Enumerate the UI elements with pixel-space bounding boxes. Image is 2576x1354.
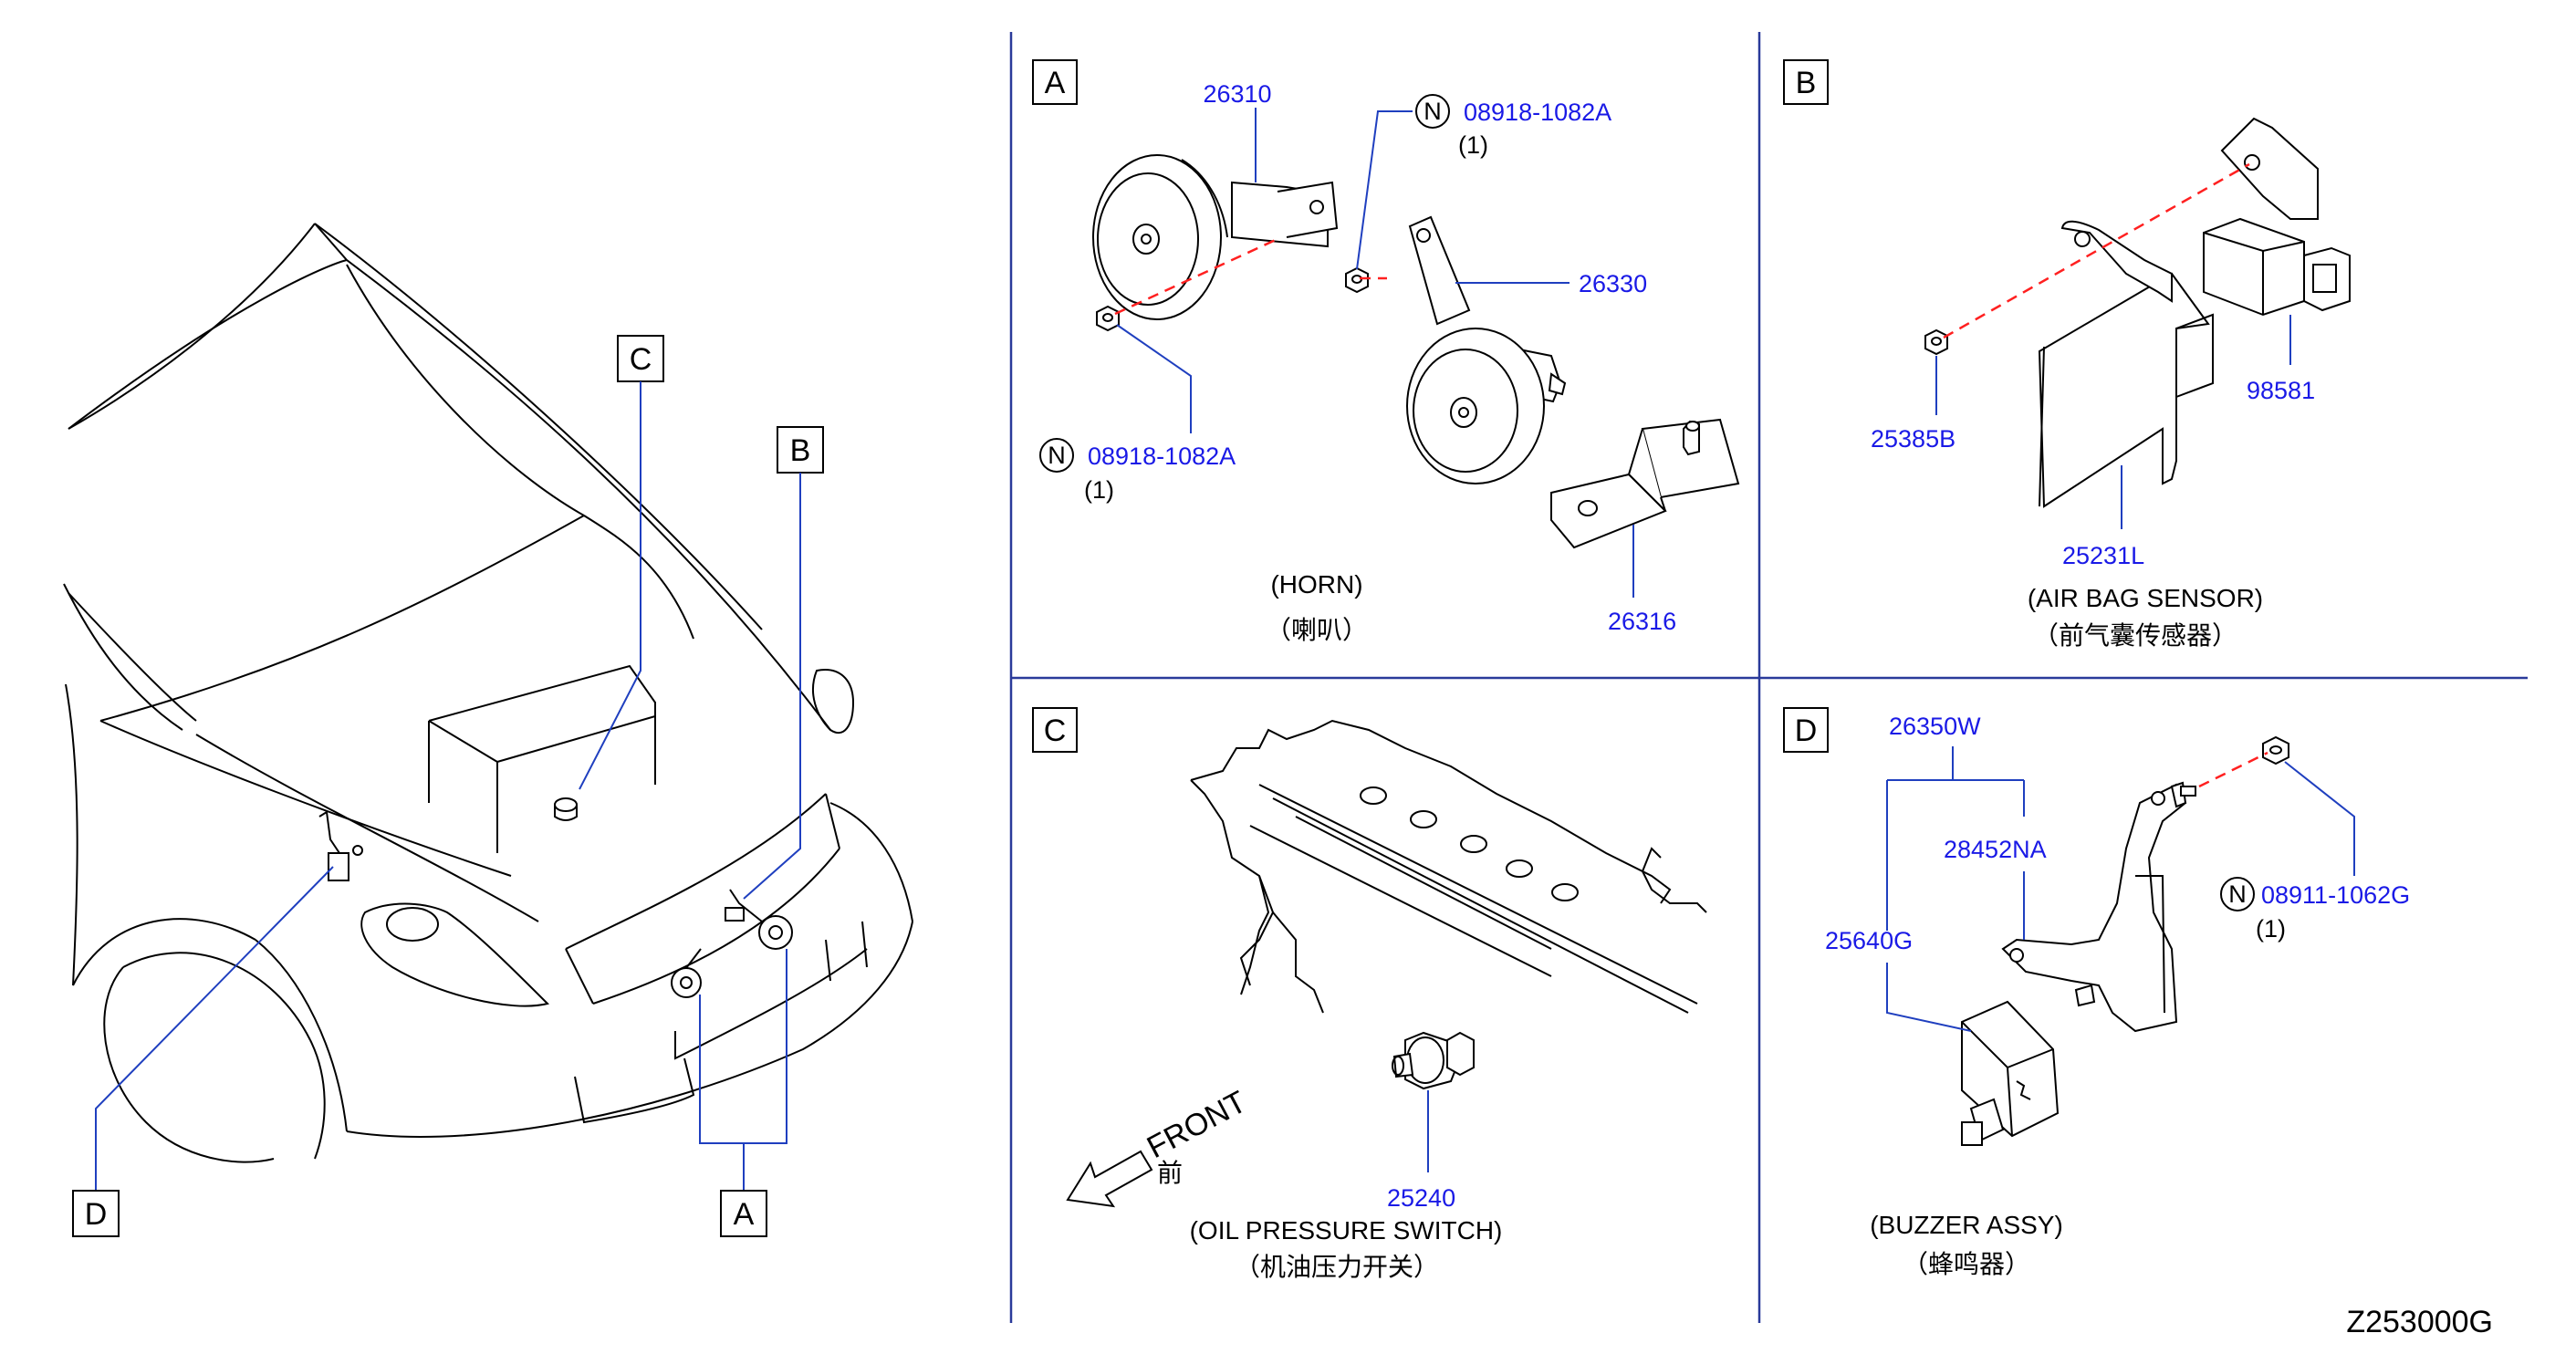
part-26310-label: 26310: [1203, 80, 1271, 108]
n-mark-icon: [1415, 94, 1450, 129]
overview-callout-d: D: [72, 866, 334, 1237]
panel-d-caption: (BUZZER ASSY): [1870, 1211, 2063, 1239]
sensor-bracket-illustration: [2038, 220, 2214, 508]
svg-text:(1): (1): [2256, 915, 2286, 943]
front-label-cn: 前: [1157, 1158, 1183, 1188]
part-25385b-label: 25385B: [1871, 425, 1955, 453]
panel-c: C 25240 F: [1032, 707, 1707, 1282]
svg-text:D: D: [1795, 713, 1818, 748]
panel-d: D 26350W 28452NA N 08911-1062G (1): [1783, 707, 2410, 1279]
front-label: FRONT: [1142, 1085, 1252, 1166]
overview-callout-a: A: [699, 949, 787, 1237]
svg-text:N: N: [2228, 880, 2247, 908]
panel-d-caption-cn: （蜂鸣器）: [1903, 1249, 2030, 1279]
car-overview-illustration: [63, 223, 913, 1163]
nut-d-icon: [2262, 735, 2289, 766]
panel-c-label-box: [1032, 707, 1078, 753]
airbag-sensor-illustration: [2203, 117, 2351, 317]
svg-text:B: B: [1796, 66, 1817, 100]
part-25240-label: 25240: [1387, 1184, 1455, 1212]
overview-callout-b: B: [743, 426, 824, 900]
buzzer-bracket-illustration: [2001, 781, 2196, 1033]
buzzer-illustration: [1961, 1000, 2060, 1146]
part-26316-label: 26316: [1608, 608, 1676, 635]
overview-callout-c: C: [579, 335, 664, 790]
panel-c-caption-cn: （机油压力开关）: [1235, 1252, 1439, 1282]
panel-b-caption-cn: （前气囊传感器）: [2033, 620, 2237, 651]
nut-left-part-label: 08918-1082A: [1088, 443, 1236, 470]
part-25231l-label: 25231L: [2062, 542, 2144, 569]
n-mark-icon: [2220, 877, 2255, 911]
part-08911-label: 08911-1062G: [2261, 881, 2410, 909]
svg-text:C: C: [630, 342, 652, 377]
panel-a-caption-cn: （喇叭）: [1266, 615, 1368, 645]
nut-top-icon: [1345, 266, 1369, 294]
svg-text:(1): (1): [1458, 131, 1488, 159]
svg-text:(1): (1): [1084, 476, 1114, 504]
panel-b-caption: (AIR BAG SENSOR): [2028, 584, 2263, 612]
panel-b: B 25385B 98581 25231L: [1783, 59, 2351, 651]
nut-top-part-label: 08918-1082A: [1464, 99, 1611, 126]
horn-bracket-illustration: [1550, 418, 1740, 549]
panel-a: A 26310 N 08918-1082A (1): [1032, 59, 1740, 645]
oil-pressure-switch-illustration: [1392, 1031, 1475, 1090]
svg-text:N: N: [1048, 442, 1066, 469]
svg-text:A: A: [1045, 66, 1066, 100]
svg-text:B: B: [790, 433, 811, 468]
bolt-icon: [1924, 328, 1948, 356]
panel-a-label-box: [1032, 59, 1078, 105]
front-arrow-icon: [1066, 1150, 1153, 1208]
part-26350w-label: 26350W: [1889, 713, 1981, 740]
part-26330-label: 26330: [1579, 270, 1647, 297]
horn-low-illustration: [1406, 215, 1567, 484]
diagram-code: Z253000G: [2346, 1305, 2493, 1339]
n-mark-icon: [1039, 438, 1074, 473]
part-28452na-label: 28452NA: [1944, 836, 2047, 863]
nut-left-icon: [1096, 305, 1120, 332]
panel-b-label-box: [1783, 59, 1829, 105]
part-98581-label: 98581: [2247, 377, 2315, 404]
panel-a-caption: (HORN): [1270, 570, 1362, 599]
svg-text:N: N: [1424, 98, 1442, 125]
panel-d-label-box: [1783, 707, 1829, 753]
panel-c-caption: (OIL PRESSURE SWITCH): [1190, 1216, 1503, 1245]
engine-block-illustration: [1190, 719, 1707, 1014]
part-25640g-label: 25640G: [1825, 927, 1913, 954]
svg-text:C: C: [1044, 713, 1067, 748]
horn-high-illustration: [1092, 154, 1339, 320]
svg-text:A: A: [734, 1197, 755, 1232]
svg-text:D: D: [85, 1197, 108, 1232]
